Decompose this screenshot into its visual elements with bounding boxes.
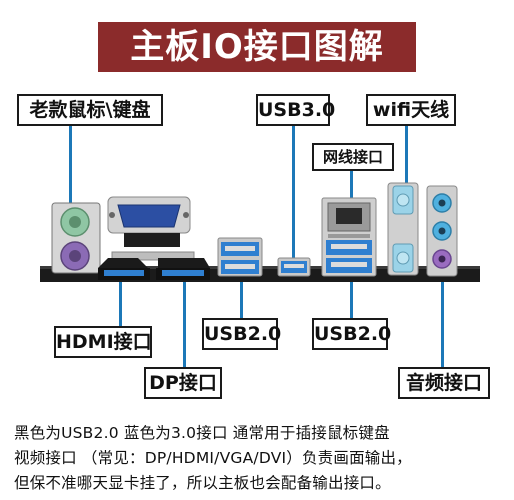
- label-ps2: 老款鼠标\键盘: [17, 94, 163, 126]
- label-dp: DP接口: [144, 367, 222, 399]
- label-usb20-right: USB2.0: [312, 318, 391, 350]
- wifi-antenna-block: [387, 182, 419, 276]
- audio-jacks: [426, 185, 458, 277]
- hdmi-port: [98, 258, 150, 280]
- label-audio: 音频接口: [398, 367, 490, 399]
- footer-line-3: 但保不准哪天显卡挂了，所以主板也会配备输出接口。: [14, 474, 391, 492]
- label-usb20-left: USB2.0: [202, 318, 281, 350]
- ethernet-usb-stack: [321, 197, 377, 277]
- usb30-port: [277, 257, 311, 277]
- footer-line-2: 视频接口 （常见：DP/HDMI/VGA/DVI）负责画面输出，: [14, 449, 412, 467]
- label-usb30: USB3.0: [256, 94, 335, 126]
- usb20-left-stack: [217, 237, 263, 277]
- label-hdmi: HDMI接口: [54, 326, 152, 358]
- leader-lines: [69, 122, 444, 374]
- diagram-title: 主板IO接口图解: [98, 22, 416, 72]
- dp-port: [156, 258, 210, 280]
- footer-line-1: 黑色为USB2.0 蓝色为3.0接口 通常用于插接鼠标键盘: [14, 424, 390, 442]
- label-wifi: wifi天线: [366, 94, 456, 126]
- vga-port: [107, 196, 195, 261]
- ethernet-socket: [327, 202, 371, 232]
- label-ethernet: 网线接口: [312, 143, 394, 171]
- ps2-port: [51, 202, 101, 274]
